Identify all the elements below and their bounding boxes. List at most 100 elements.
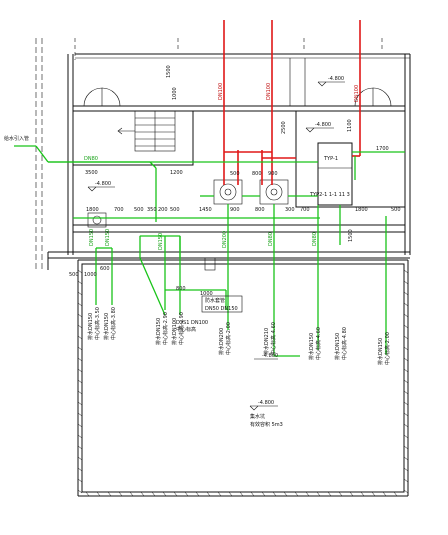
hatch-tick xyxy=(77,368,83,373)
svg-text:排水DN100: 排水DN100 xyxy=(171,318,178,345)
svg-text:DN150: DN150 xyxy=(105,229,111,246)
svg-text:排水DN210: 排水DN210 xyxy=(263,328,270,355)
pipe-size-labels: DN80 DN100 DN100 DN100 DN150 DN150 DN150… xyxy=(84,83,360,250)
hatch-tick xyxy=(151,491,156,497)
svg-text:1500: 1500 xyxy=(166,65,172,78)
hatch-tick xyxy=(118,491,123,497)
hatch-tick xyxy=(77,302,83,307)
hatch-tick xyxy=(382,491,387,497)
hatch-tick xyxy=(316,491,321,497)
svg-text:DN100: DN100 xyxy=(266,83,272,100)
hatch-tick xyxy=(349,491,354,497)
hatch-tick xyxy=(403,291,409,296)
hatch-tick xyxy=(403,357,409,362)
hatch-tick xyxy=(360,491,365,497)
svg-text:800: 800 xyxy=(176,286,186,292)
hatch-tick xyxy=(403,390,409,395)
svg-text:中心标高-2.00: 中心标高-2.00 xyxy=(225,322,232,355)
svg-text:中心标高-3.80: 中心标高-3.80 xyxy=(110,307,117,340)
svg-text:D2S1 DN100: D2S1 DN100 xyxy=(176,320,208,326)
svg-text:排水DN150: 排水DN150 xyxy=(308,333,315,360)
svg-text:TYP-1: TYP-1 xyxy=(323,156,338,162)
hatch-tick xyxy=(403,412,409,417)
svg-text:中心标高-4.80: 中心标高-4.80 xyxy=(341,327,348,360)
hatch-tick xyxy=(77,401,83,406)
hatch-tick xyxy=(403,445,409,450)
svg-text:3500: 3500 xyxy=(85,170,98,176)
svg-text:DN80: DN80 xyxy=(312,232,318,246)
hatch-tick xyxy=(184,491,189,497)
red-supply-pipes xyxy=(223,20,361,185)
hatch-tick xyxy=(77,467,83,472)
svg-text:DN100: DN100 xyxy=(354,85,360,102)
svg-text:中心标高: 中心标高 xyxy=(176,326,196,333)
hatch-tick xyxy=(403,269,409,274)
hatch-tick xyxy=(96,491,101,497)
building-outline xyxy=(35,38,411,497)
wall-hatch xyxy=(77,269,409,497)
svg-text:500: 500 xyxy=(230,171,240,177)
svg-text:给水引入管: 给水引入管 xyxy=(4,135,29,142)
svg-text:200: 200 xyxy=(158,207,168,213)
hatch-tick xyxy=(77,445,83,450)
svg-text:-4.800: -4.800 xyxy=(95,181,111,187)
hatch-tick xyxy=(393,491,398,497)
svg-text:700: 700 xyxy=(114,207,124,213)
dimension-labels: 1500 1000 2500 1100 3500 1200 1800 700 5… xyxy=(69,65,401,297)
svg-text:排水DN150: 排水DN150 xyxy=(377,338,384,365)
svg-text:900: 900 xyxy=(230,207,240,213)
hatch-tick xyxy=(283,491,288,497)
svg-text:500: 500 xyxy=(170,207,180,213)
svg-text:DN150: DN150 xyxy=(158,233,164,250)
svg-text:DN80: DN80 xyxy=(84,156,98,162)
hatch-tick xyxy=(272,491,277,497)
elevation-labels: -4.800 -4.800 -4.800 -4.800 -4.800 xyxy=(87,76,345,411)
svg-text:500: 500 xyxy=(69,272,79,278)
svg-text:800: 800 xyxy=(255,207,265,213)
svg-text:1700: 1700 xyxy=(376,146,389,152)
svg-text:中心标高-3.50: 中心标高-3.50 xyxy=(94,307,101,340)
hatch-tick xyxy=(85,491,90,497)
hatch-tick xyxy=(206,491,211,497)
hatch-tick xyxy=(140,491,145,497)
svg-text:1200: 1200 xyxy=(170,170,183,176)
hatch-tick xyxy=(239,491,244,497)
hatch-tick xyxy=(77,434,83,439)
svg-text:900: 900 xyxy=(268,171,278,177)
svg-text:排水DN150: 排水DN150 xyxy=(103,313,110,340)
hatch-tick xyxy=(77,423,83,428)
svg-text:1000: 1000 xyxy=(172,87,178,100)
svg-text:排水DN200: 排水DN200 xyxy=(218,328,225,355)
hatch-tick xyxy=(77,280,83,285)
svg-text:1000: 1000 xyxy=(84,272,97,278)
svg-text:中心标高-2.00: 中心标高-2.00 xyxy=(384,332,391,365)
hatch-tick xyxy=(217,491,222,497)
svg-text:中心标高-4.60: 中心标高-4.60 xyxy=(315,327,322,360)
hatch-tick xyxy=(403,335,409,340)
hatch-tick xyxy=(173,491,178,497)
hatch-tick xyxy=(77,478,83,483)
svg-text:有效容积 5m3: 有效容积 5m3 xyxy=(250,421,283,428)
svg-text:-4.800: -4.800 xyxy=(258,400,274,406)
hatch-tick xyxy=(403,423,409,428)
svg-text:700: 700 xyxy=(300,207,310,213)
hatch-tick xyxy=(403,467,409,472)
svg-text:DN100: DN100 xyxy=(218,83,224,100)
hatch-tick xyxy=(403,280,409,285)
svg-text:DN50 DN150: DN50 DN150 xyxy=(205,306,238,312)
stair xyxy=(117,110,176,152)
svg-text:-4.800: -4.800 xyxy=(315,122,331,128)
annotations: 防水套管 DN50 DN150 给水引入管 TYP-1 TYP2-1 1-1 1… xyxy=(4,135,350,428)
hatch-tick xyxy=(77,412,83,417)
hatch-tick xyxy=(77,456,83,461)
hatch-tick xyxy=(77,346,83,351)
svg-text:排水DN150: 排水DN150 xyxy=(334,333,341,360)
door-swings xyxy=(83,58,392,107)
svg-text:1800: 1800 xyxy=(355,207,368,213)
hatch-tick xyxy=(305,491,310,497)
svg-text:-4.800: -4.800 xyxy=(328,76,344,82)
svg-text:1500: 1500 xyxy=(348,229,354,242)
hatch-tick xyxy=(338,491,343,497)
hatch-tick xyxy=(129,491,134,497)
